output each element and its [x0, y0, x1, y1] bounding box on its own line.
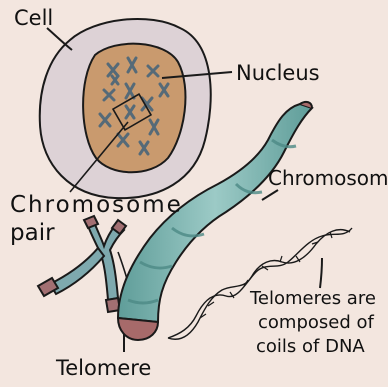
label-cell: Cell: [14, 8, 53, 29]
label-telomeres-desc-2: composed of: [258, 314, 374, 332]
label-nucleus: Nucleus: [236, 63, 320, 84]
label-telomere: Telomere: [56, 358, 151, 379]
label-chromosome-pair-2: pair: [10, 222, 55, 245]
label-chromosome-pair-1: Chromosome: [10, 194, 183, 217]
cell-leader-line: [47, 28, 72, 50]
chromosome-leader-line: [262, 190, 278, 200]
dna-leader-line: [320, 258, 322, 288]
label-telomeres-desc-1: Telomeres are: [250, 290, 376, 308]
label-chromosome: Chromosome: [268, 168, 388, 188]
label-telomeres-desc-3: coils of DNA: [256, 338, 365, 356]
